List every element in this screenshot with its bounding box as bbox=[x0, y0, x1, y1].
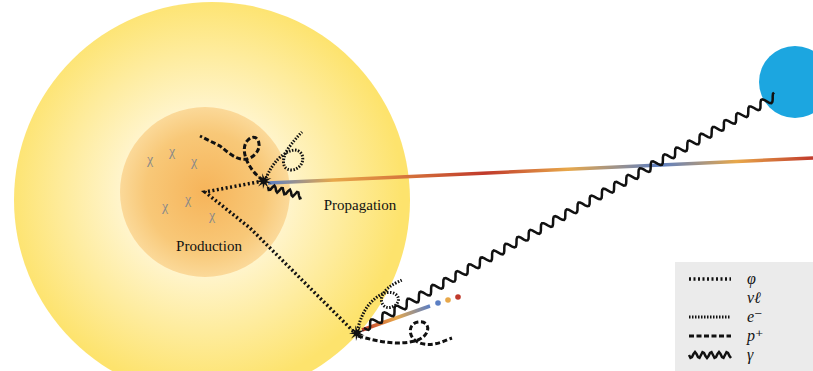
legend-sample bbox=[687, 311, 733, 323]
neutrino-dot bbox=[435, 300, 441, 306]
legend-row: φ bbox=[675, 269, 813, 288]
earth bbox=[759, 46, 813, 118]
legend-text: e⁻ bbox=[747, 307, 763, 326]
sun-region: PropagationProduction bbox=[14, 2, 410, 371]
region-circle bbox=[14, 2, 410, 371]
legend: φνℓe⁻p⁺γ bbox=[675, 262, 813, 371]
particle-symbol: χ bbox=[169, 144, 175, 160]
legend-line bbox=[689, 277, 731, 281]
legend-text: νℓ bbox=[747, 288, 761, 307]
particle-symbol: χ bbox=[185, 192, 191, 208]
legend-sample bbox=[687, 349, 733, 361]
legend-row: νℓ bbox=[675, 288, 813, 307]
particle-symbol: χ bbox=[147, 152, 153, 168]
particle-symbol: χ bbox=[209, 208, 215, 224]
region-circle bbox=[120, 107, 290, 277]
legend-text: p⁺ bbox=[747, 326, 763, 345]
legend-row: γ bbox=[675, 345, 813, 364]
legend-row: p⁺ bbox=[675, 326, 813, 345]
legend-line bbox=[689, 352, 731, 358]
particle-symbol: χ bbox=[162, 199, 168, 215]
legend-row: e⁻ bbox=[675, 307, 813, 326]
legend-line bbox=[689, 316, 731, 319]
neutrino-dot bbox=[445, 297, 451, 303]
legend-line bbox=[689, 296, 731, 300]
legend-sample bbox=[687, 292, 733, 304]
legend-line bbox=[689, 335, 731, 338]
legend-text: φ bbox=[747, 269, 756, 288]
legend-sample bbox=[687, 330, 733, 342]
legend-text: γ bbox=[747, 345, 753, 364]
particle-symbol: χ bbox=[191, 154, 197, 170]
proton-track bbox=[358, 322, 452, 345]
neutrino-dot bbox=[455, 294, 461, 300]
legend-sample bbox=[687, 273, 733, 285]
region-label: Propagation bbox=[324, 197, 397, 214]
region-label: Production bbox=[176, 238, 242, 255]
